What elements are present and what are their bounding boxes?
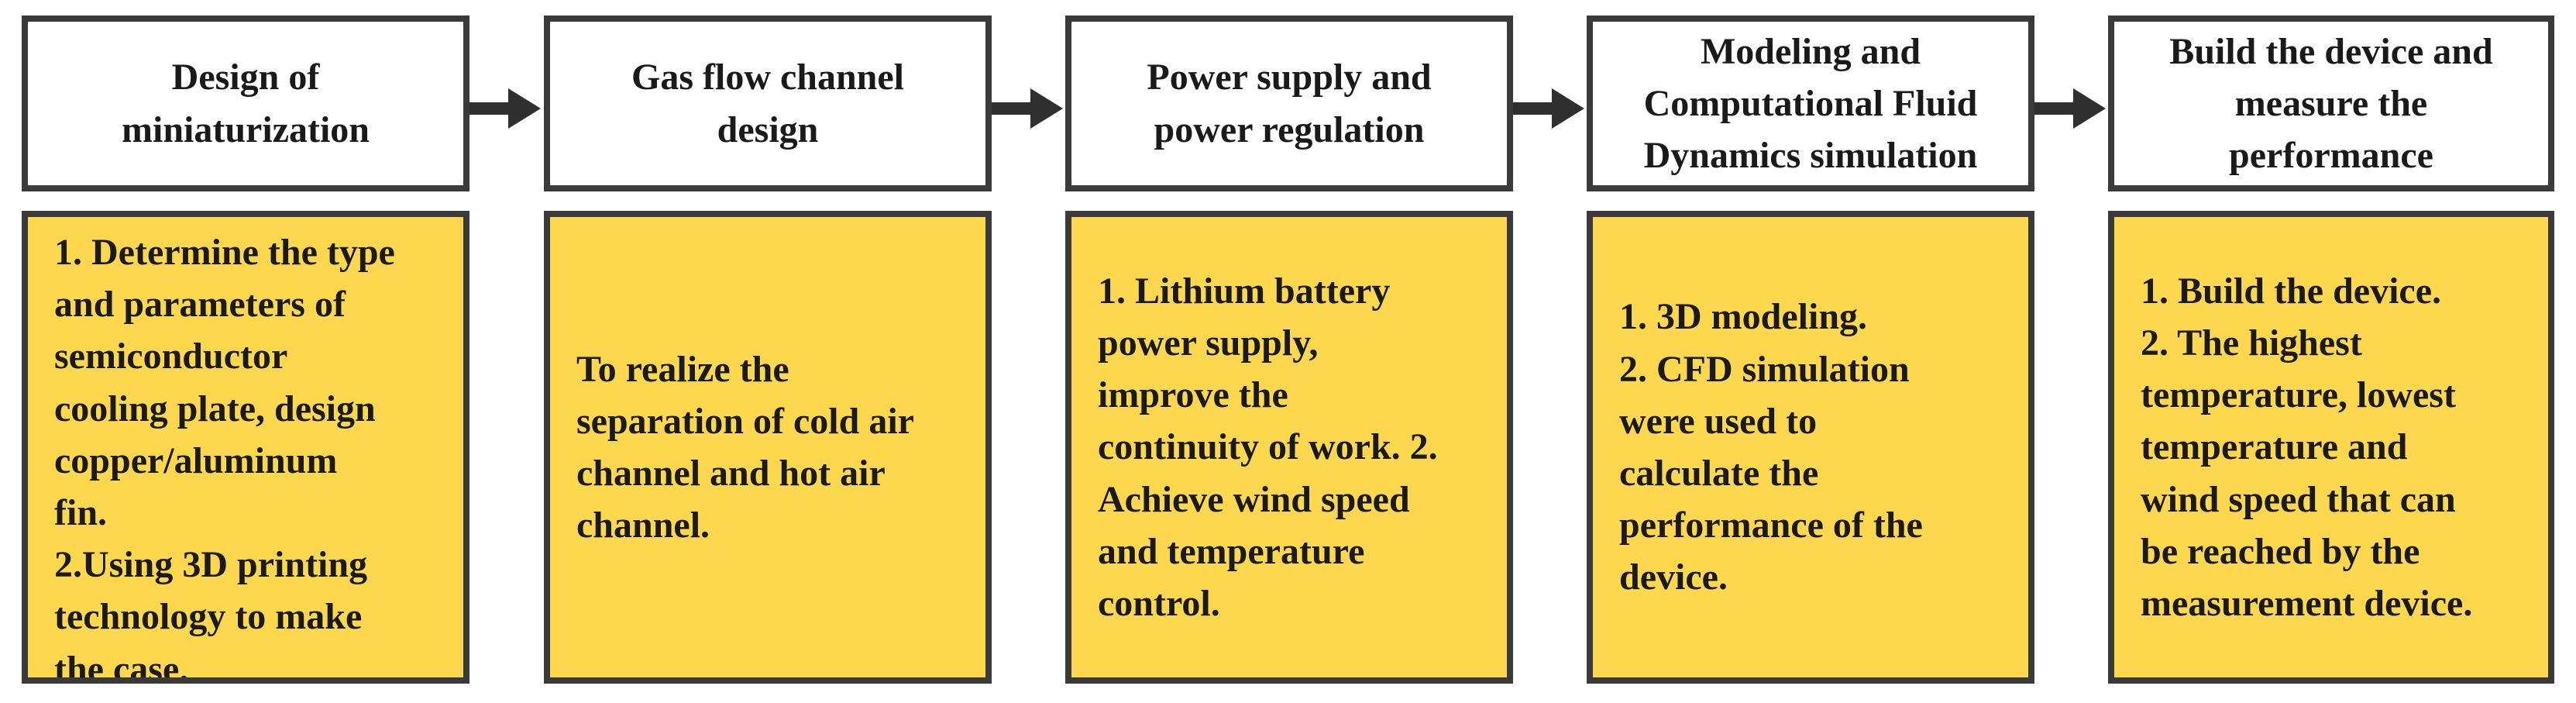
step-3-title: Power supply and power regulation <box>1147 57 1432 150</box>
right-arrow-icon <box>1513 88 1584 129</box>
step-5-title: Build the device and measure the perform… <box>2169 30 2493 177</box>
step-3-body: 1. Lithium battery power supply, improve… <box>1065 211 1513 684</box>
step-4-header: Modeling and Computational Fluid Dynamic… <box>1587 16 2034 191</box>
step-2-header: Gas flow channel design <box>544 16 992 191</box>
step-4-title: Modeling and Computational Fluid Dynamic… <box>1643 30 1978 177</box>
step-3-description: 1. Lithium battery power supply, improve… <box>1098 270 1438 624</box>
step-3-header: Power supply and power regulation <box>1065 16 1513 191</box>
right-arrow-icon <box>469 88 541 129</box>
step-4-description: 1. 3D modeling. 2. CFD simulation were u… <box>1619 296 1923 598</box>
step-1-description: 1. Determine the type and parameters of … <box>54 232 395 684</box>
right-arrow-icon <box>2034 88 2106 129</box>
right-arrow-icon <box>992 88 1063 129</box>
step-4-body: 1. 3D modeling. 2. CFD simulation were u… <box>1587 211 2034 684</box>
step-1-header: Design of miniaturization <box>22 16 469 191</box>
step-1-title: Design of miniaturization <box>122 57 370 150</box>
step-5-header: Build the device and measure the perform… <box>2108 16 2554 191</box>
step-2-title: Gas flow channel design <box>631 57 905 150</box>
step-5-description: 1. Build the device. 2. The highest temp… <box>2141 270 2473 624</box>
step-2-body: To realize the separation of cold air ch… <box>544 211 992 684</box>
step-5-body: 1. Build the device. 2. The highest temp… <box>2108 211 2554 684</box>
step-1-body: 1. Determine the type and parameters of … <box>22 211 469 684</box>
step-2-description: To realize the separation of cold air ch… <box>576 348 914 546</box>
